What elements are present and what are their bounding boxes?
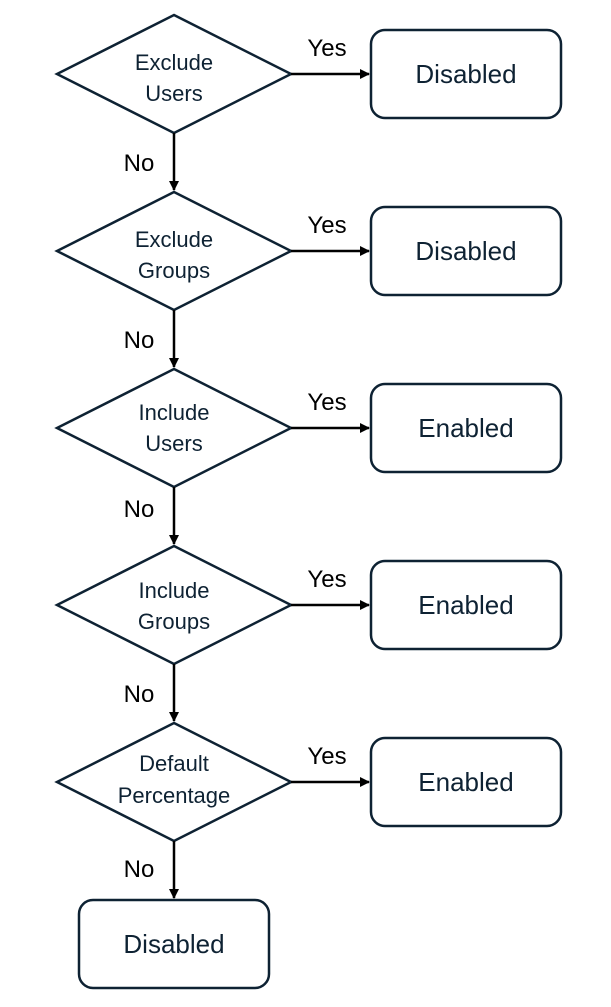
outcome-enabled: Enabled xyxy=(369,559,563,651)
no-label: No xyxy=(124,150,155,177)
decision-include-groups: Include Groups xyxy=(54,544,294,666)
outcome-label: Enabled xyxy=(418,767,513,797)
no-label: No xyxy=(124,856,155,883)
decision-label-line1: Include xyxy=(139,400,210,425)
outcome-disabled: Disabled xyxy=(369,28,563,120)
outcome-box xyxy=(369,559,563,651)
outcome-box xyxy=(369,205,563,297)
decision-default-percentage: Default Percentage xyxy=(54,721,294,843)
outcome-enabled: Enabled xyxy=(369,736,563,828)
decision-exclude-users: Exclude Users xyxy=(54,13,294,135)
outcome-label: Disabled xyxy=(123,929,224,959)
decision-label-line2: Users xyxy=(145,431,202,456)
outcome-box xyxy=(369,382,563,474)
outcome-box xyxy=(369,736,563,828)
no-label: No xyxy=(124,327,155,354)
outcome-enabled: Enabled xyxy=(369,382,563,474)
yes-label: Yes xyxy=(307,566,346,593)
no-label: No xyxy=(124,681,155,708)
decision-label-line1: Exclude xyxy=(135,227,213,252)
decision-label-line1: Default xyxy=(139,751,209,776)
yes-label: Yes xyxy=(307,212,346,239)
outcome-box xyxy=(369,28,563,120)
decision-diamond xyxy=(54,367,294,489)
outcome-label: Enabled xyxy=(418,590,513,620)
no-label: No xyxy=(124,496,155,523)
decision-diamond xyxy=(54,544,294,666)
final-outcome-disabled: Disabled xyxy=(77,898,271,990)
outcome-label: Enabled xyxy=(418,413,513,443)
outcome-label: Disabled xyxy=(415,59,516,89)
decision-label-line2: Users xyxy=(145,81,202,106)
yes-label: Yes xyxy=(307,743,346,770)
outcome-label: Disabled xyxy=(415,236,516,266)
yes-label: Yes xyxy=(307,389,346,416)
decision-label-line2: Groups xyxy=(138,258,210,283)
decision-label-line2: Groups xyxy=(138,609,210,634)
outcome-disabled: Disabled xyxy=(369,205,563,297)
decision-label-line1: Include xyxy=(139,578,210,603)
decision-include-users: Include Users xyxy=(54,367,294,489)
decision-diamond xyxy=(54,721,294,843)
yes-label: Yes xyxy=(307,35,346,62)
decision-exclude-groups: Exclude Groups xyxy=(54,190,294,312)
decision-label-line1: Exclude xyxy=(135,50,213,75)
decision-label-line2: Percentage xyxy=(118,783,231,808)
outcome-box xyxy=(77,898,271,990)
